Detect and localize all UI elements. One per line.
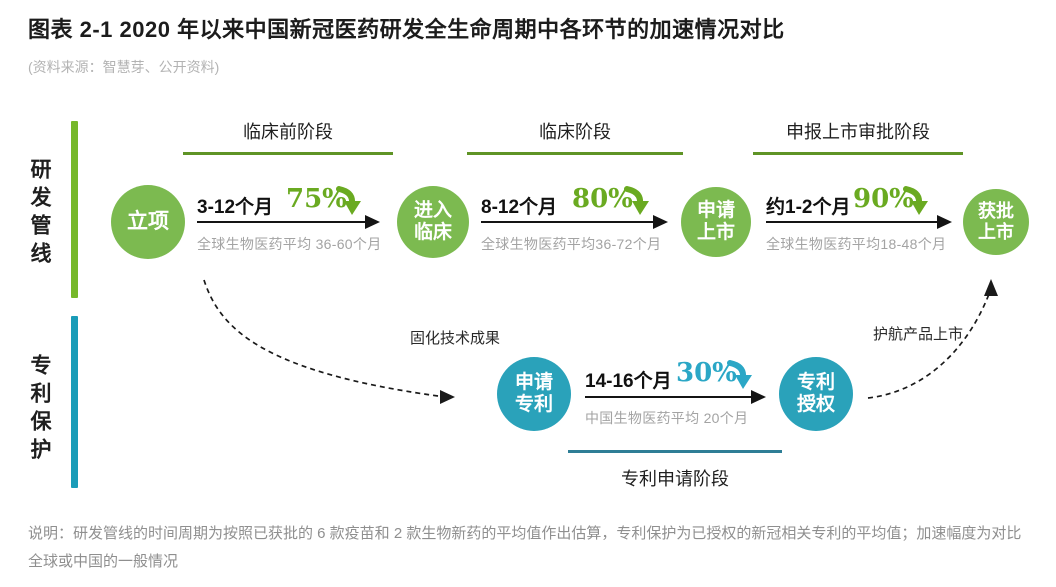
segment1-duration: 3-12个月 [197, 197, 274, 218]
annotation-escort-listing: 护航产品上市 [873, 326, 964, 343]
node-label: 授权 [796, 394, 835, 415]
flow-arrow-3-head [937, 215, 952, 229]
page-title: 图表 2-1 2020 年以来中国新冠医药研发全生命周期中各环节的加速情况对比 [28, 17, 785, 42]
rnd-track-bar [71, 121, 78, 298]
dashed-connector-to-market [867, 293, 990, 399]
node-label: 临床 [413, 222, 452, 243]
stage-preclinical: 临床前阶段 [183, 118, 393, 155]
node-label: 专利 [796, 371, 835, 393]
node-approved-listing: 获批 上市 [963, 189, 1029, 255]
footnote: 说明：研发管线的时间周期为按照已获批的 6 款疫苗和 2 款生物新药的平均值作出… [28, 525, 1022, 570]
node-label: 专利 [514, 394, 553, 415]
node-label: 申请 [696, 199, 735, 221]
segment3-duration: 约1-2个月 [766, 197, 851, 218]
dashed-connector-to-patent [203, 279, 439, 397]
accel-down-arrow-icon [624, 186, 649, 215]
node-project-start: 立项 [111, 185, 185, 259]
accel-down-arrow-icon [903, 186, 928, 215]
flow-arrow-1-head [365, 215, 380, 229]
accel-down-arrow-icon [336, 186, 361, 215]
node-label: 获批 [978, 200, 1014, 221]
node-label: 上市 [696, 222, 735, 243]
patent-track-bar [71, 316, 78, 488]
node-label: 申请 [514, 371, 553, 393]
segment2-duration: 8-12个月 [481, 197, 558, 218]
node-enter-clinical: 进入 临床 [397, 186, 469, 258]
node-apply-listing: 申请 上市 [681, 187, 751, 257]
rnd-track-label: 研发管线 [28, 158, 51, 270]
patent-segment-acceleration: 30% [676, 358, 737, 388]
patent-segment-china-baseline: 中国生物医药平均 20个月 [585, 410, 749, 426]
flow-arrow-2-head [653, 215, 668, 229]
dashed-connector-to-market-head [984, 279, 998, 296]
dashed-connector-to-patent-head [440, 390, 455, 404]
patent-track-label: 专利保护 [28, 354, 51, 466]
stage-approval: 申报上市审批阶段 [753, 118, 963, 155]
segment3-global-baseline: 全球生物医药平均18-48个月 [766, 236, 947, 252]
accel-down-arrow-icon [727, 360, 752, 389]
node-label: 上市 [978, 222, 1014, 242]
node-patent-apply: 申请 专利 [497, 357, 571, 431]
segment1-global-baseline: 全球生物医药平均 36-60个月 [197, 236, 382, 252]
segment2-acceleration: 80% [572, 184, 633, 214]
source-note: (资料来源：智慧芽、公开资料) [28, 59, 220, 75]
stage-patent-filing: 专利申请阶段 [568, 450, 782, 491]
stage-clinical: 临床阶段 [467, 118, 683, 155]
node-patent-grant: 专利 授权 [779, 357, 853, 431]
patent-segment-duration: 14-16个月 [585, 371, 672, 392]
flow-arrow-patent-head [751, 390, 766, 404]
segment2-global-baseline: 全球生物医药平均36-72个月 [481, 236, 662, 252]
node-label: 进入 [413, 199, 452, 221]
annotation-solidify-results: 固化技术成果 [410, 330, 501, 347]
node-label: 立项 [127, 209, 169, 233]
